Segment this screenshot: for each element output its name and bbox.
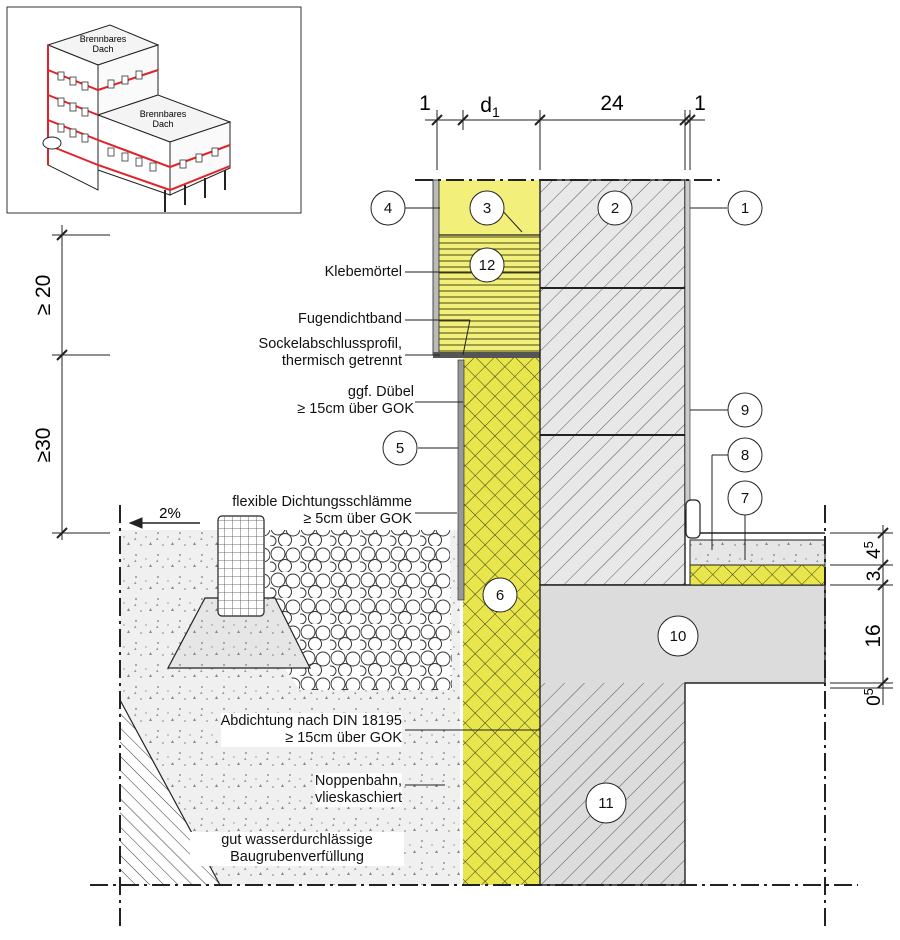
- label-klebemoertel-text: Klebemörtel: [324, 264, 402, 280]
- svg-text:8: 8: [741, 447, 749, 464]
- label-klebemoertel: Klebemörtel: [325, 264, 402, 281]
- label-duebel-line2: ≥ 15cm über GOK: [297, 401, 414, 417]
- callout-1: 1: [727, 190, 763, 226]
- callout-2: 2: [597, 190, 633, 226]
- label-sockel-line2: thermisch getrennt: [281, 353, 402, 369]
- masonry-wall: [539, 179, 691, 586]
- label-sockel-line1: Sockelabschlussprofil,: [258, 336, 402, 352]
- callout-10: 10: [657, 615, 699, 657]
- label-dichtungsschlaemme: flexible Dichtungsschlämme ≥ 5cm über GO…: [232, 494, 412, 528]
- roof-label-lower-1: Brennbares: [140, 109, 187, 119]
- callout-8: 8: [727, 437, 763, 473]
- label-fugendichtband-text: Fugendichtband: [298, 311, 402, 327]
- label-fugendichtband: Fugendichtband: [298, 311, 402, 328]
- callout-12: 12: [469, 247, 505, 283]
- dim-top-1-right: 1: [694, 92, 706, 115]
- label-duebel: ggf. Dübel ≥ 15cm über GOK: [297, 384, 414, 418]
- dim-d-sub: 1: [492, 104, 500, 120]
- dim-right-16: 16: [862, 624, 885, 647]
- svg-text:2: 2: [611, 200, 619, 217]
- svg-text:11: 11: [598, 795, 614, 812]
- callout-4: 4: [370, 190, 406, 226]
- dim-05-base: 0: [864, 695, 885, 706]
- dimension-lines: [52, 110, 893, 705]
- slope-label: 2%: [159, 505, 181, 522]
- svg-text:6: 6: [496, 587, 504, 604]
- label-duebel-line1: ggf. Dübel: [347, 384, 414, 400]
- svg-text:1: 1: [741, 200, 749, 217]
- dim-left-20: ≥ 20: [32, 275, 55, 316]
- dim-45-base: 4: [864, 548, 885, 559]
- dim-45-sup: 5: [861, 541, 876, 548]
- axis-lines: [90, 179, 858, 930]
- perimeter-insulation: [457, 358, 540, 885]
- ground-section: [119, 515, 460, 886]
- svg-text:10: 10: [670, 628, 687, 645]
- svg-text:9: 9: [741, 402, 749, 419]
- label-verfuellung-line1: gut wasserdurchlässige: [221, 832, 373, 848]
- callout-5: 5: [382, 430, 418, 466]
- dim-right-3: 3: [864, 571, 885, 582]
- callout-11: 11: [585, 782, 627, 824]
- svg-text:7: 7: [741, 490, 749, 507]
- label-verfuellung: gut wasserdurchlässige Baugrubenverfüllu…: [190, 832, 404, 866]
- inset-building-illustration: Brennbares Dach Brennbares Dach: [6, 6, 302, 214]
- roof-label-lower-2: Dach: [152, 119, 173, 129]
- svg-text:4: 4: [384, 200, 392, 217]
- svg-text:5: 5: [396, 440, 404, 457]
- dim-left-30: ≥30: [32, 428, 55, 463]
- label-schlaemme-line2: ≥ 5cm über GOK: [303, 511, 412, 527]
- roof-label-upper-2: Dach: [92, 44, 113, 54]
- dim-05-sup: 5: [861, 688, 876, 695]
- floor-build-up: [685, 499, 826, 586]
- callout-3: 3: [469, 190, 505, 226]
- label-schlaemme-line1: flexible Dichtungsschlämme: [232, 494, 412, 510]
- svg-text:3: 3: [483, 200, 491, 217]
- callout-6: 6: [482, 577, 518, 613]
- dim-right-45: 45: [861, 541, 885, 559]
- label-abdichtung-line2: ≥ 15cm über GOK: [285, 730, 402, 746]
- label-abdichtung: Abdichtung nach DIN 18195 ≥ 15cm über GO…: [220, 713, 402, 747]
- label-abdichtung-line1: Abdichtung nach DIN 18195: [220, 713, 402, 729]
- svg-text:12: 12: [479, 257, 496, 274]
- label-noppenbahn-line1: Noppenbahn,: [314, 773, 402, 789]
- dim-top-1-left: 1: [419, 92, 431, 115]
- dim-top-d1: d1: [480, 94, 500, 120]
- callout-9: 9: [727, 392, 763, 428]
- label-noppenbahn-line2: vlieskaschiert: [314, 790, 402, 806]
- roof-label-upper-1: Brennbares: [80, 34, 127, 44]
- callouts: 1 2 3 4 5 6 7 8 9 10 11 12: [370, 190, 763, 824]
- callout-7: 7: [727, 480, 763, 516]
- label-sockelabschlussprofil: Sockelabschlussprofil, thermisch getrenn…: [259, 336, 402, 370]
- label-verfuellung-line2: Baugrubenverfüllung: [230, 849, 364, 865]
- dim-top-24: 24: [600, 92, 624, 115]
- label-noppenbahn: Noppenbahn, vlieskaschiert: [314, 773, 402, 807]
- dim-right-05: 05: [861, 688, 885, 706]
- dim-d-base: d: [480, 94, 492, 117]
